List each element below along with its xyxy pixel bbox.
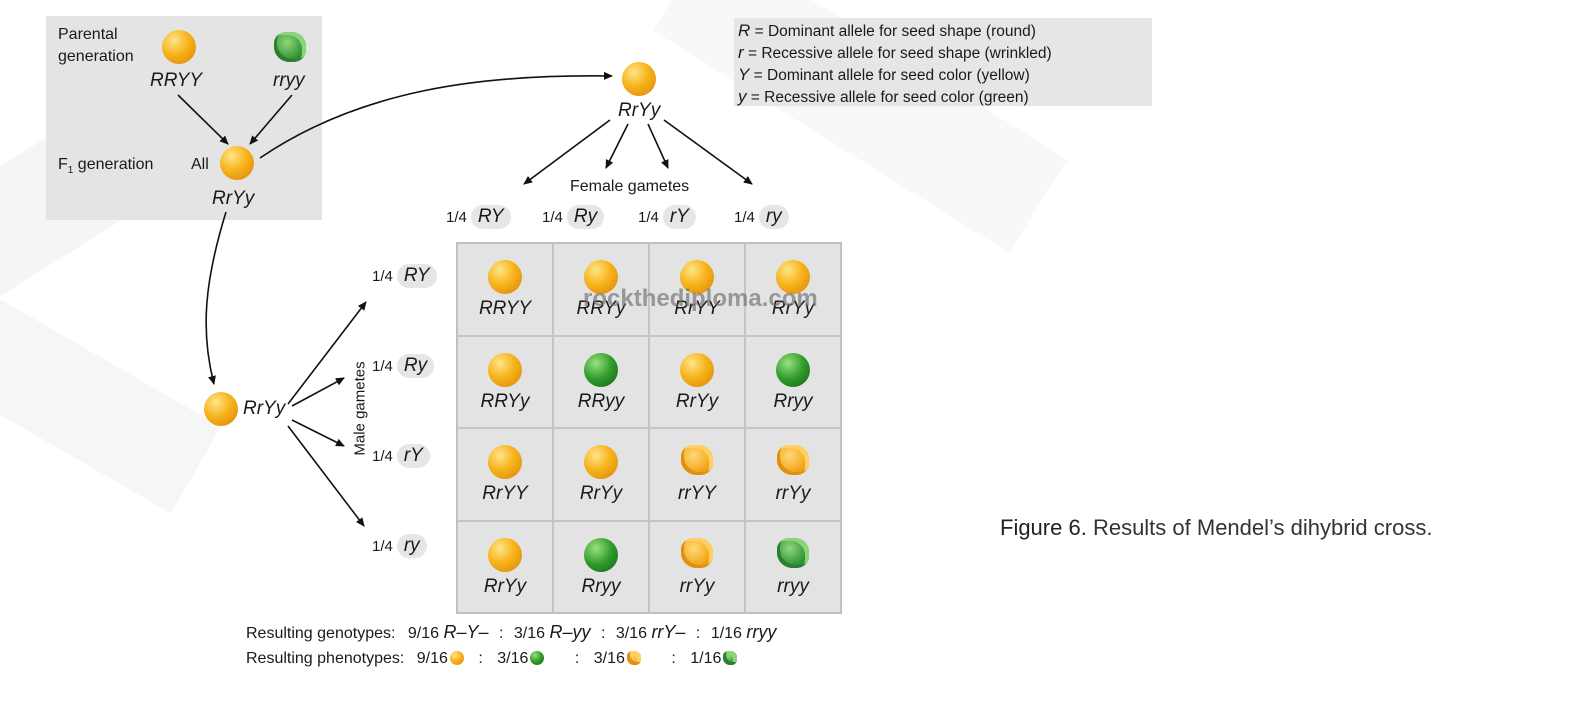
punnett-cell: rrYy bbox=[649, 520, 745, 613]
key-line: R = Dominant allele for seed shape (roun… bbox=[738, 21, 1036, 40]
cell-genotype: rrYy bbox=[679, 575, 715, 597]
wrinkled-yellow-pea-icon bbox=[681, 445, 713, 475]
cell-genotype: RRyy bbox=[577, 390, 625, 412]
cell-genotype: RrYy bbox=[771, 298, 815, 319]
parent1-genotype: RRYY bbox=[150, 70, 203, 91]
round-yellow-pea-icon bbox=[680, 352, 714, 387]
parental-label: Parental generation bbox=[58, 26, 134, 65]
round-yellow-pea-icon bbox=[584, 260, 618, 294]
round-yellow-pea-icon bbox=[680, 260, 714, 294]
punnett-cell: RRyy bbox=[553, 335, 649, 428]
f1-genotype: RrYy bbox=[212, 188, 255, 209]
cell-genotype: rrYY bbox=[678, 483, 716, 504]
cell-genotype: rryy bbox=[777, 575, 809, 597]
key-line: r = Recessive allele for seed shape (wri… bbox=[738, 43, 1052, 62]
punnett-cell: RRYy bbox=[553, 243, 649, 336]
punnett-cell: rrYy bbox=[745, 428, 841, 521]
male-parent-genotype: RrYy bbox=[243, 398, 286, 419]
wrinkled-yellow-pea-icon bbox=[626, 651, 641, 665]
round-yellow-pea-icon bbox=[162, 30, 196, 64]
wrinkled-green-pea-icon bbox=[777, 537, 809, 568]
round-yellow-pea-icon bbox=[776, 260, 810, 294]
wrinkled-yellow-pea-icon bbox=[777, 445, 809, 475]
cell-genotype: Rryy bbox=[773, 390, 813, 412]
round-green-pea-icon bbox=[584, 537, 618, 572]
arrow bbox=[205, 211, 227, 385]
resulting-genotypes: Resulting genotypes: 9/16 R–Y– : 3/16 R–… bbox=[246, 622, 777, 642]
cell-genotype: rrYy bbox=[775, 483, 811, 504]
f1-all-label: All bbox=[191, 156, 209, 173]
punnett-cell: rryy bbox=[745, 520, 841, 613]
punnett-cell: RrYY bbox=[649, 243, 745, 336]
punnett-cell: Rryy bbox=[745, 335, 841, 428]
cell-genotype: RRYy bbox=[576, 298, 626, 319]
punnett-cell: RrYy bbox=[553, 428, 649, 521]
background-chevron-decoration bbox=[0, 246, 221, 514]
round-yellow-pea-icon bbox=[622, 62, 656, 96]
arrow bbox=[523, 119, 611, 185]
cell-genotype: RRYY bbox=[478, 298, 532, 319]
cell-genotype: RRYy bbox=[480, 390, 530, 412]
round-yellow-pea-icon bbox=[204, 392, 238, 426]
allele-key-panel bbox=[734, 18, 1152, 106]
male-gametes-label: Male gametes bbox=[351, 361, 369, 456]
f1-generation-label: F1 generation bbox=[58, 156, 154, 177]
key-line: Y = Dominant allele for seed color (yell… bbox=[738, 65, 1030, 84]
female-parent-genotype: RrYy bbox=[618, 100, 661, 121]
cell-genotype: RrYy bbox=[579, 483, 623, 504]
round-yellow-pea-icon bbox=[488, 445, 522, 479]
resulting-phenotypes: Resulting phenotypes: 9/16 : 3/16 : 3/16… bbox=[246, 650, 738, 668]
round-yellow-pea-icon bbox=[584, 445, 618, 479]
round-green-pea-icon bbox=[584, 352, 618, 387]
cell-genotype: RrYY bbox=[482, 483, 528, 504]
key-line: y = Recessive allele for seed color (gre… bbox=[738, 87, 1029, 106]
round-yellow-pea-icon bbox=[488, 537, 522, 572]
punnett-cell: RrYy bbox=[457, 520, 553, 613]
round-green-pea-icon bbox=[776, 352, 810, 387]
wrinkled-yellow-pea-icon bbox=[681, 537, 713, 568]
arrow bbox=[291, 377, 345, 407]
wrinkled-green-pea-icon bbox=[274, 32, 306, 62]
punnett-cell: RrYY bbox=[457, 428, 553, 521]
arrow bbox=[663, 119, 753, 185]
punnett-cell: RrYy bbox=[745, 243, 841, 336]
round-green-pea-icon bbox=[530, 651, 545, 665]
punnett-cell: RRYY bbox=[457, 243, 553, 336]
parent2-genotype: rryy bbox=[273, 70, 305, 91]
punnett-cell: Rryy bbox=[553, 520, 649, 613]
round-yellow-pea-icon bbox=[488, 352, 522, 387]
arrow bbox=[605, 123, 629, 169]
allele-key: R = Dominant allele for seed shape (roun… bbox=[738, 20, 1052, 108]
female-gametes-label: Female gametes bbox=[570, 178, 690, 195]
wrinkled-green-pea-icon bbox=[723, 651, 738, 665]
punnett-cell: RRYy bbox=[457, 335, 553, 428]
arrow bbox=[647, 123, 669, 169]
cell-genotype: Rryy bbox=[581, 575, 621, 597]
punnett-cell: RrYy bbox=[649, 335, 745, 428]
round-yellow-pea-icon bbox=[488, 260, 522, 294]
arrow bbox=[291, 419, 345, 447]
cell-genotype: RrYY bbox=[674, 298, 720, 319]
round-yellow-pea-icon bbox=[449, 651, 464, 665]
watermark: rockthediploma.com bbox=[583, 285, 818, 312]
punnett-cell: rrYY bbox=[649, 428, 745, 521]
figure-caption: Figure 6. Results of Mendel’s dihybrid c… bbox=[1000, 515, 1433, 540]
cell-genotype: RrYy bbox=[675, 390, 719, 412]
cell-genotype: RrYy bbox=[483, 575, 527, 597]
round-yellow-pea-icon bbox=[220, 146, 254, 180]
